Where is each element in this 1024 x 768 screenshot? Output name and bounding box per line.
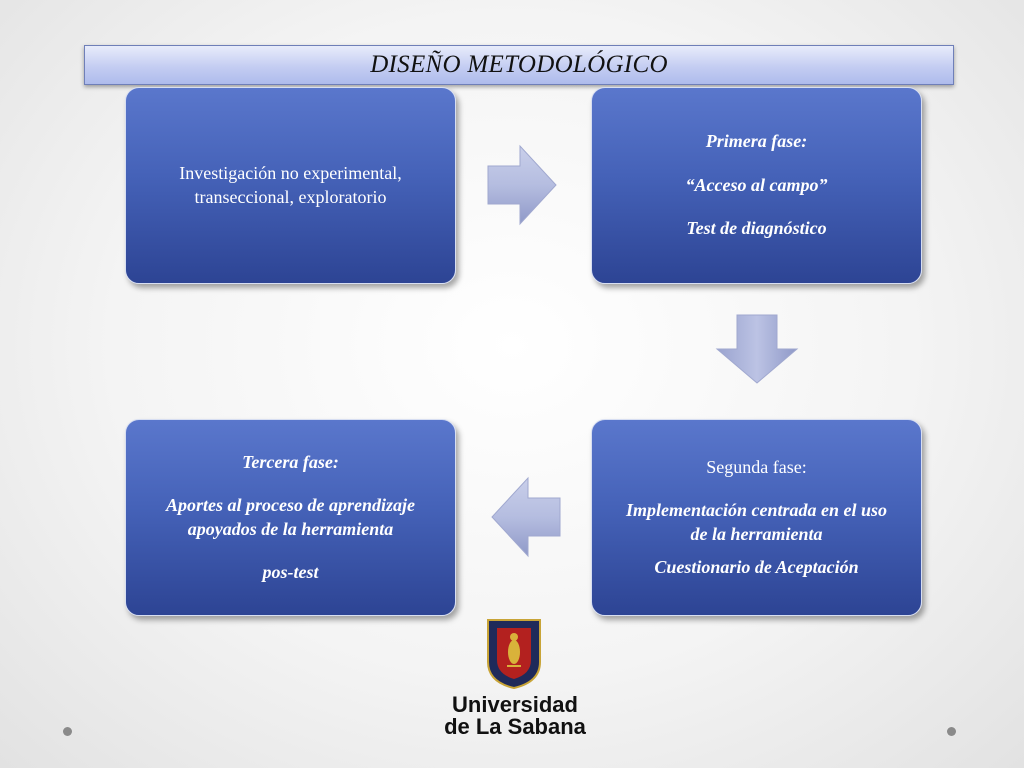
page-title: DISEÑO METODOLÓGICO [370, 51, 668, 78]
box2-line2: Test de diagnóstico [686, 218, 827, 239]
box4-line3: pos-test [262, 561, 319, 582]
box4-line2: apoyados de la herramienta [187, 518, 394, 539]
university-logo: Universidad de La Sabana [440, 618, 590, 739]
university-seal-icon [487, 619, 541, 690]
box2-heading: Primera fase: [705, 131, 808, 152]
box3-line3: Cuestionario de Aceptación [654, 556, 859, 577]
box2-line1: “Acceso al campo” [685, 174, 828, 195]
box1-line1: Investigación no experimental, [179, 163, 402, 184]
box3-heading: Segunda fase: [706, 456, 807, 477]
decorative-dot-left [63, 727, 72, 736]
box3-line2: de la herramienta [690, 523, 823, 544]
third-phase-box: Tercera fase: Aportes al proceso de apre… [125, 419, 456, 616]
box3-line1: Implementación centrada en el uso [626, 500, 887, 521]
box4-line1: Aportes al proceso de aprendizaje [166, 495, 415, 516]
second-phase-box: Segunda fase: Implementación centrada en… [591, 419, 922, 616]
arrow-left-icon [491, 476, 561, 558]
logo-name-line2: de La Sabana [444, 714, 586, 739]
methodology-type-box: Investigación no experimental, transecci… [125, 87, 456, 284]
arrow-right-icon [487, 144, 557, 226]
arrow-down-icon [715, 314, 799, 384]
box4-heading: Tercera fase: [242, 451, 339, 472]
decorative-dot-right [947, 727, 956, 736]
logo-name-line1: Universidad [452, 692, 578, 717]
box1-line2: transeccional, exploratorio [194, 186, 387, 207]
first-phase-box: Primera fase: “Acceso al campo” Test de … [591, 87, 922, 284]
title-bar: DISEÑO METODOLÓGICO [84, 45, 954, 85]
